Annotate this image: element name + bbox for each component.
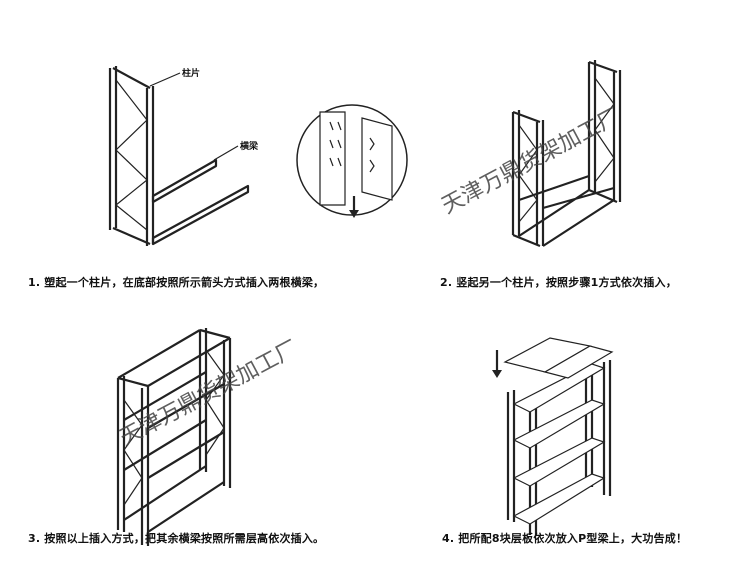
step4-caption: 4. 把所配8块层板依次放入P型梁上，大功告成！ xyxy=(442,532,688,545)
step3-illustration xyxy=(116,328,232,546)
step4-illustration xyxy=(492,337,614,536)
step3-caption: 3. 按照以上插入方式，把其余横梁按照所需层高依次插入。 xyxy=(28,532,325,545)
step2-caption: 2. 竖起另一个柱片，按照步骤1方式依次插入， xyxy=(440,276,677,289)
beam-callout: 横梁 xyxy=(240,142,259,152)
connector-detail xyxy=(296,104,408,218)
step1-caption: 1. 塑起一个柱片，在底部按照所示箭头方式插入两根横梁， xyxy=(28,276,325,289)
step2-illustration xyxy=(511,60,622,248)
column-callout: 柱片 xyxy=(182,69,201,79)
step1-illustration xyxy=(108,66,250,246)
